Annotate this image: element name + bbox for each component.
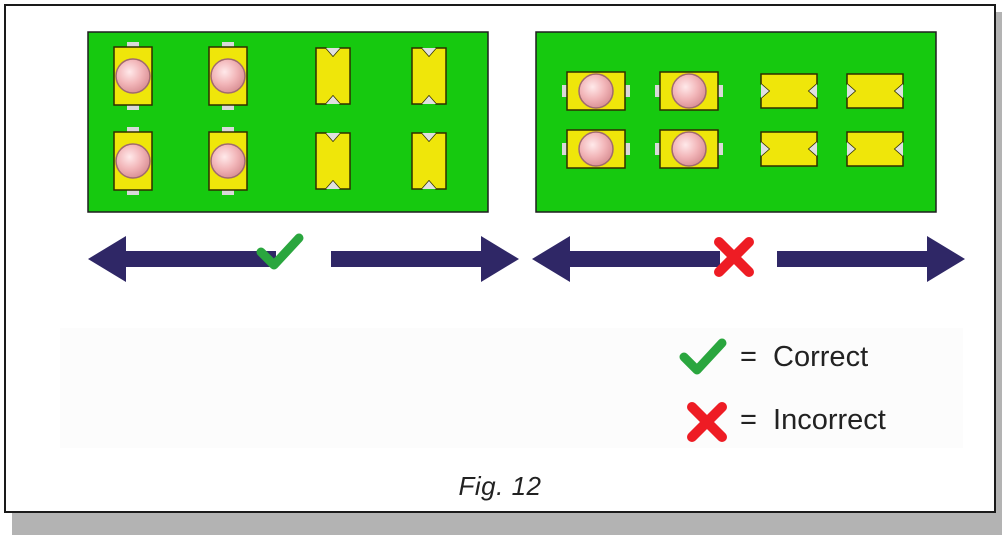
- pad-component: [315, 132, 351, 190]
- pad-component: [411, 132, 447, 190]
- pad-component: [760, 131, 818, 167]
- pad-component: [411, 47, 447, 105]
- figure-frame: = Correct = Incorrect Fig. 12: [4, 4, 996, 513]
- figure-diagram: [60, 31, 965, 448]
- arrow-right-icon: [777, 236, 965, 282]
- pad-component: [846, 131, 904, 167]
- led-component: [561, 71, 631, 111]
- pad-component: [315, 47, 351, 105]
- led-component: [113, 41, 153, 111]
- arrow-left-icon: [88, 236, 276, 282]
- board-correct: [87, 31, 489, 213]
- pad-component: [760, 73, 818, 109]
- led-component: [208, 126, 248, 196]
- arrow-right-icon: [331, 236, 519, 282]
- cross-icon: [719, 242, 749, 272]
- arrow-left-icon: [532, 236, 720, 282]
- check-icon: [261, 238, 299, 265]
- frame-shadow-right: [994, 12, 1002, 535]
- pad-component: [846, 73, 904, 109]
- led-component: [561, 129, 631, 169]
- legend-correct-label: = Correct: [740, 341, 869, 373]
- legend-background: [60, 328, 963, 448]
- board-incorrect: [535, 31, 937, 213]
- figure-caption: Fig. 12: [458, 471, 542, 501]
- led-component: [654, 71, 724, 111]
- legend-incorrect-label: = Incorrect: [740, 404, 886, 436]
- led-component: [654, 129, 724, 169]
- frame-shadow-bottom: [12, 513, 1002, 535]
- led-component: [208, 41, 248, 111]
- led-component: [113, 126, 153, 196]
